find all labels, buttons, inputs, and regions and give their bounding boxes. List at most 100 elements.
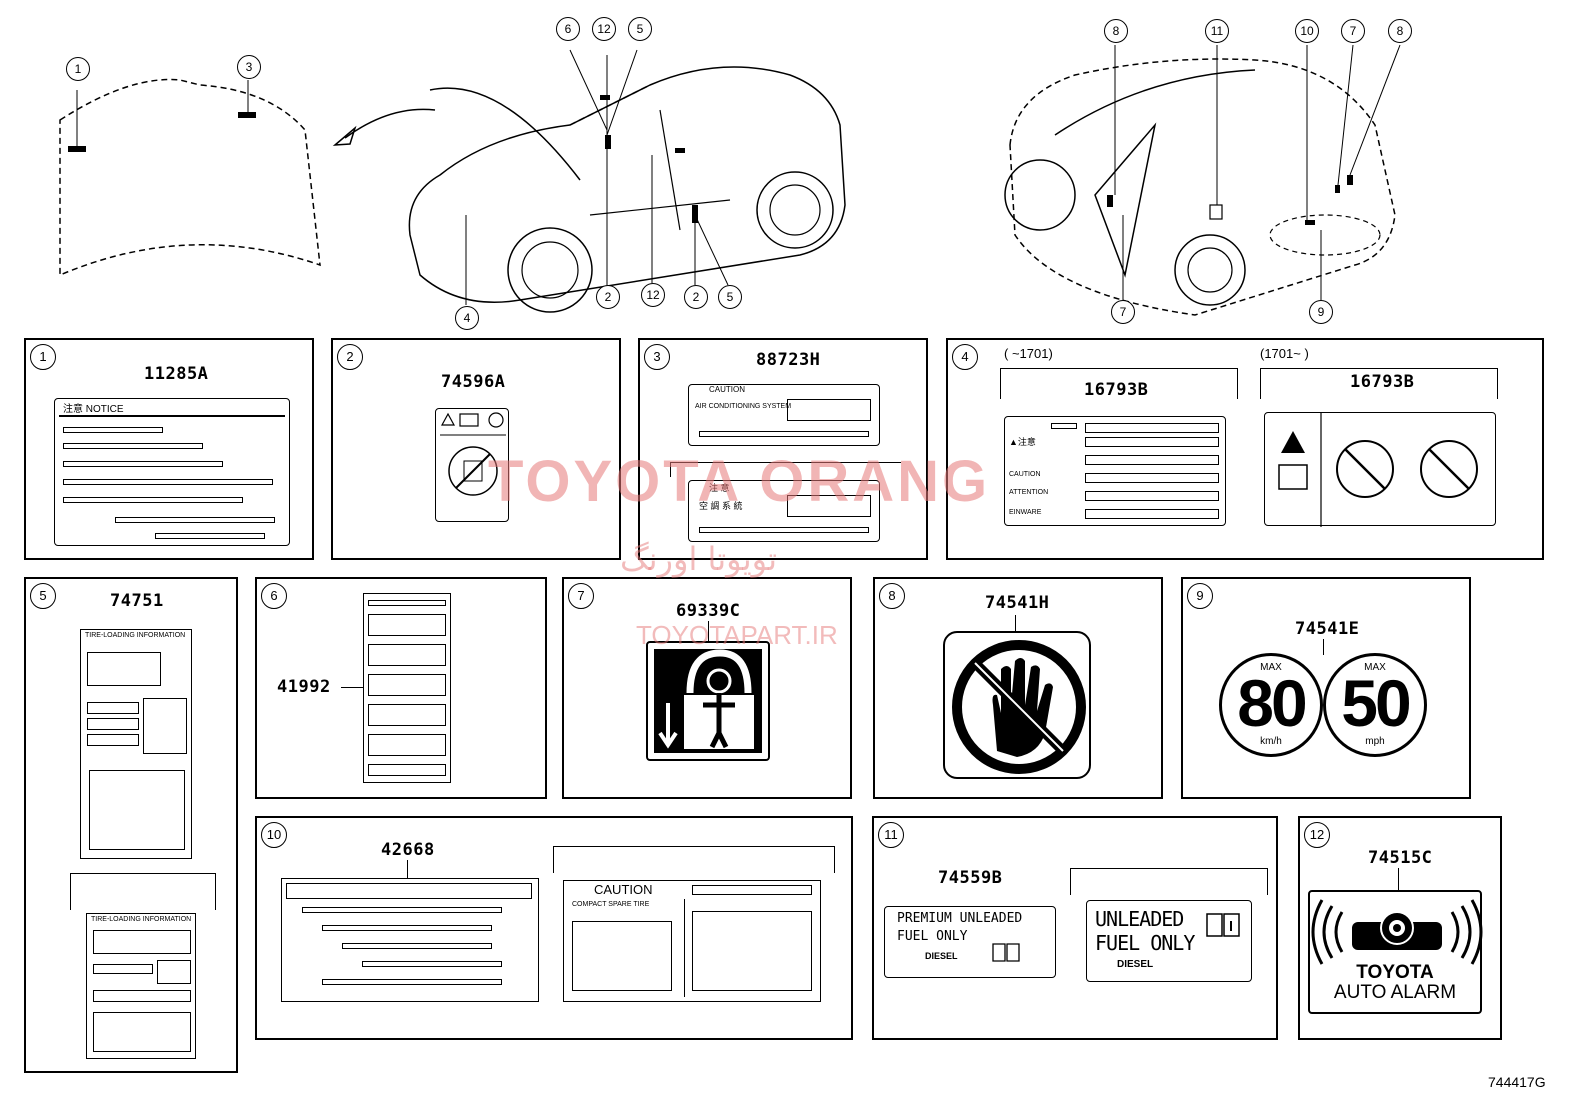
fuel-line-3: DIESEL (925, 951, 958, 961)
label-title: TIRE-LOADING INFORMATION (85, 632, 186, 639)
callout-7: 7 (1341, 19, 1365, 43)
panel-number: 9 (1187, 583, 1213, 609)
max-label: MAX (1260, 662, 1282, 673)
row-4: EINWARE (1009, 509, 1042, 516)
panel-11: 11 74559B PREMIUM UNLEADED FUEL ONLY DIE… (872, 816, 1278, 1040)
part-number: 41992 (277, 677, 331, 697)
speed-limit-kmh: MAX 80 km/h (1219, 653, 1323, 757)
no-hand-icon (952, 640, 1086, 774)
date-range-b: (1701~ ) (1260, 346, 1309, 361)
unit-label: km/h (1260, 736, 1282, 747)
callout-12: 12 (592, 17, 616, 41)
arrow-left-icon (332, 108, 436, 146)
callout-2: 2 (684, 285, 708, 309)
fuel-line-2: FUEL ONLY (897, 929, 968, 944)
row-2: CAUTION (1009, 471, 1041, 478)
callout-8: 8 (1104, 19, 1128, 43)
fuel-line-2: FUEL ONLY (1095, 931, 1195, 955)
panel-number: 6 (261, 583, 287, 609)
panel-1: 1 11285A 注意 NOTICE (24, 338, 314, 560)
panel-8: 8 74541H (873, 577, 1163, 799)
part-number: 69339C (676, 601, 741, 621)
row-3: ATTENTION (1009, 489, 1049, 496)
part-number: 74515C (1368, 848, 1433, 868)
brand-text: TOYOTA (1356, 962, 1434, 983)
hood-illustration: 1 3 (40, 50, 330, 290)
part-number: 74751 (110, 591, 164, 611)
panel-number: 5 (30, 583, 56, 609)
part-number: 88723H (756, 350, 821, 370)
airbag-warning-label-text: ▲注意 CAUTION ATTENTION EINWARE (1004, 416, 1226, 526)
manual-icon (992, 943, 1020, 962)
callout-6: 6 (556, 17, 580, 41)
panel-12: 12 74515C TOYOTA AUTO ALARM (1298, 816, 1502, 1040)
notice-title: 注意 NOTICE (63, 404, 124, 415)
callout-7: 7 (1111, 300, 1135, 324)
date-range-a: ( ~1701) (1004, 346, 1053, 361)
watermark-text: TOYOTA ORANG (488, 449, 991, 514)
panel-2: 2 74596A (331, 338, 621, 560)
alarm-text: AUTO ALARM (1333, 982, 1457, 1003)
front-car-illustration: 6 12 5 4 2 12 2 5 (400, 15, 860, 335)
fuel-line-3: DIESEL (1117, 959, 1154, 970)
part-number: 74596A (441, 372, 506, 392)
row-1: ▲注意 (1009, 437, 1036, 447)
panel-4: 4 ( ~1701) (1701~ ) 16793B 16793B ▲注意 CA… (946, 338, 1544, 560)
caution-subtitle: COMPACT SPARE TIRE (572, 901, 650, 908)
fuel-label-unleaded: UNLEADED FUEL ONLY DIESEL (1086, 900, 1252, 982)
callout-3: 3 (237, 55, 261, 79)
panel-number: 12 (1304, 822, 1330, 848)
panel-7: 7 69339C (562, 577, 852, 799)
callout-2: 2 (596, 285, 620, 309)
pressure-label (363, 593, 451, 783)
callout-5: 5 (628, 17, 652, 41)
speed-value: 50 (1341, 666, 1411, 740)
tire-loading-label: TIRE-LOADING INFORMATION (80, 629, 192, 859)
part-number: 11285A (144, 364, 209, 384)
manual-icon (1206, 913, 1240, 937)
alarm-icon (1311, 899, 1483, 965)
panel-5: 5 74751 TIRE-LOADING INFORMATION TIRE-LO… (24, 577, 238, 1073)
panel-number: 4 (952, 344, 978, 370)
part-number-b: 16793B (1350, 372, 1415, 392)
panel-number: 7 (568, 583, 594, 609)
notice-label: 注意 NOTICE (54, 398, 290, 546)
panel-3: 3 88723H CAUTION AIR CONDITIONING SYSTEM… (638, 338, 928, 560)
panel-10: 10 42668 CAUTION COMPACT SPARE TIRE (255, 816, 853, 1040)
panel-number: 11 (878, 822, 904, 848)
panel-number: 2 (337, 344, 363, 370)
speed-value: 80 (1237, 666, 1307, 740)
fuel-label-premium: PREMIUM UNLEADED FUEL ONLY DIESEL (884, 906, 1056, 978)
ac-warning-label (435, 408, 509, 522)
max-label: MAX (1364, 662, 1386, 673)
diagram-code: 744417G (1488, 1074, 1546, 1090)
callout-9: 9 (1309, 300, 1333, 324)
part-number-a: 16793B (1084, 380, 1149, 400)
panel-6: 6 41992 (255, 577, 547, 799)
rear-car-illustration: 8 11 10 7 8 7 9 (995, 15, 1425, 335)
no-hand-label (943, 631, 1091, 779)
tire-loading-label-alt: TIRE-LOADING INFORMATION (86, 913, 196, 1059)
panel-number: 10 (261, 822, 287, 848)
watermark-persian: تویوتا اورنگ (620, 540, 778, 578)
callout-5: 5 (718, 285, 742, 309)
callout-8: 8 (1388, 19, 1412, 43)
airbag-warning-label-pictogram (1264, 412, 1496, 527)
watermark-url: TOYOTAPART.IR (636, 620, 838, 650)
part-number: 74541E (1295, 619, 1360, 639)
spare-tire-caution-label: CAUTION COMPACT SPARE TIRE (563, 880, 821, 1002)
caution-title: CAUTION (594, 882, 653, 897)
label-subtitle: AIR CONDITIONING SYSTEM (695, 403, 792, 410)
part-number: 42668 (381, 840, 435, 860)
fuel-line-1: PREMIUM UNLEADED (897, 911, 1023, 926)
fuel-line-1: UNLEADED (1095, 907, 1184, 931)
ac-caution-label-cn: 注 意 空 調 系 統 (688, 480, 880, 542)
ac-caution-label-en: CAUTION AIR CONDITIONING SYSTEM (688, 384, 880, 446)
callout-11: 11 (1205, 19, 1229, 43)
callout-4: 4 (455, 306, 479, 330)
spare-tire-label (281, 878, 539, 1002)
callout-1: 1 (66, 57, 90, 81)
panel-number: 3 (644, 344, 670, 370)
callout-10: 10 (1295, 19, 1319, 43)
speed-limit-mph: MAX 50 mph (1323, 653, 1427, 757)
